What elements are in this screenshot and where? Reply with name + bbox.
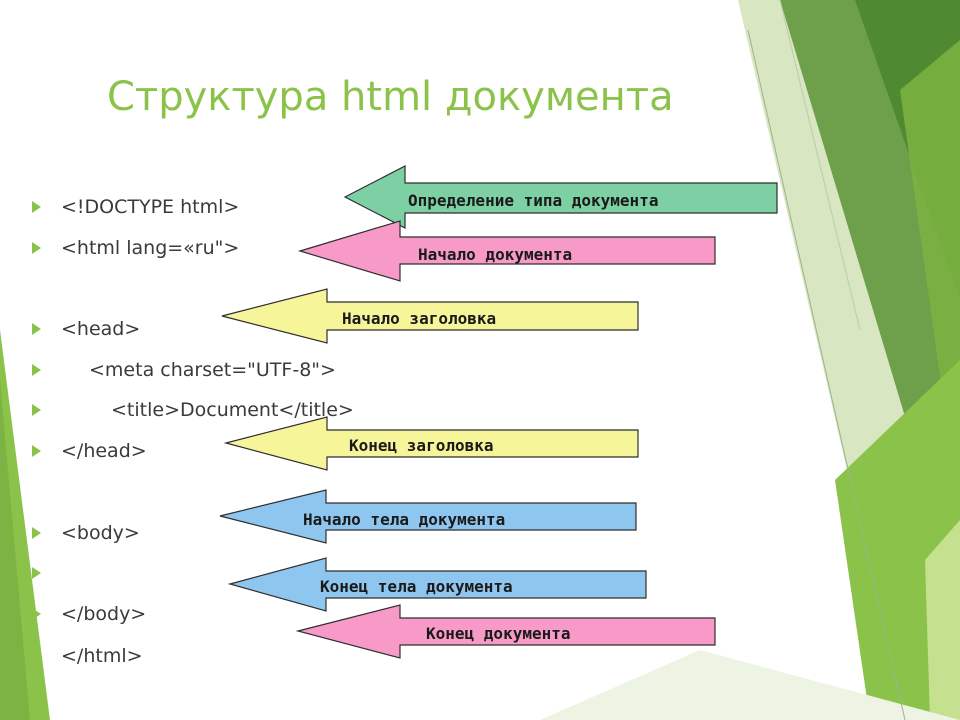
bullet-text: <!DOCTYPE html>	[61, 196, 240, 218]
arrow-body-start: Начало тела документа	[219, 489, 637, 544]
bullet-item: </html>	[32, 641, 143, 671]
bullet-triangle-icon	[32, 404, 41, 416]
bullet-item: <title>Document</title>	[32, 395, 354, 425]
bullet-triangle-icon	[32, 608, 41, 620]
bullet-triangle-icon	[32, 567, 41, 579]
arrow-label: Начало документа	[418, 245, 572, 264]
arrow-head-end: Конец заголовка	[223, 416, 639, 471]
bullet-triangle-icon	[32, 445, 41, 457]
arrow-label: Конец заголовка	[349, 436, 494, 455]
bullet-text: <title>Document</title>	[111, 399, 354, 421]
arrow-head-start: Начало заголовка	[221, 288, 639, 344]
bullet-text: <body>	[61, 522, 140, 544]
bullet-item: <!DOCTYPE html>	[32, 192, 239, 222]
bullet-triangle-icon	[32, 201, 41, 213]
bullet-triangle-icon	[32, 527, 41, 539]
bullet-text: </html>	[61, 645, 143, 667]
bullet-item: <body>	[32, 518, 140, 548]
arrow-doctype: Определение типа документа	[343, 165, 778, 229]
bullet-item: </head>	[32, 436, 147, 466]
bullet-triangle-icon	[32, 323, 41, 335]
arrow-label: Конец документа	[426, 624, 571, 643]
arrow-html-end: Конец документа	[295, 604, 716, 659]
bullet-item	[32, 558, 61, 588]
bullet-triangle-icon	[32, 650, 41, 662]
bullet-text: <html lang=«ru">	[61, 237, 240, 259]
arrow-label: Определение типа документа	[408, 191, 658, 210]
bullet-text: <head>	[61, 318, 141, 340]
arrow-label: Начало тела документа	[303, 510, 505, 529]
slide-title: Структура html документа	[107, 74, 674, 120]
bullet-triangle-icon	[32, 242, 41, 254]
bullet-triangle-icon	[32, 364, 41, 376]
arrow-html-start: Начало документа	[297, 220, 716, 282]
bullet-text: </head>	[61, 440, 147, 462]
arrow-label: Конец тела документа	[320, 577, 513, 596]
bullet-text: </body>	[61, 603, 147, 625]
bullet-item: <html lang=«ru">	[32, 233, 239, 263]
arrow-label: Начало заголовка	[342, 309, 496, 328]
bullet-text: <meta charset="UTF-8">	[89, 359, 336, 381]
bullet-item: </body>	[32, 599, 146, 629]
bullet-item: <meta charset="UTF-8">	[32, 355, 336, 385]
arrow-body-end: Конец тела документа	[227, 557, 647, 612]
bullet-item: <head>	[32, 314, 140, 344]
